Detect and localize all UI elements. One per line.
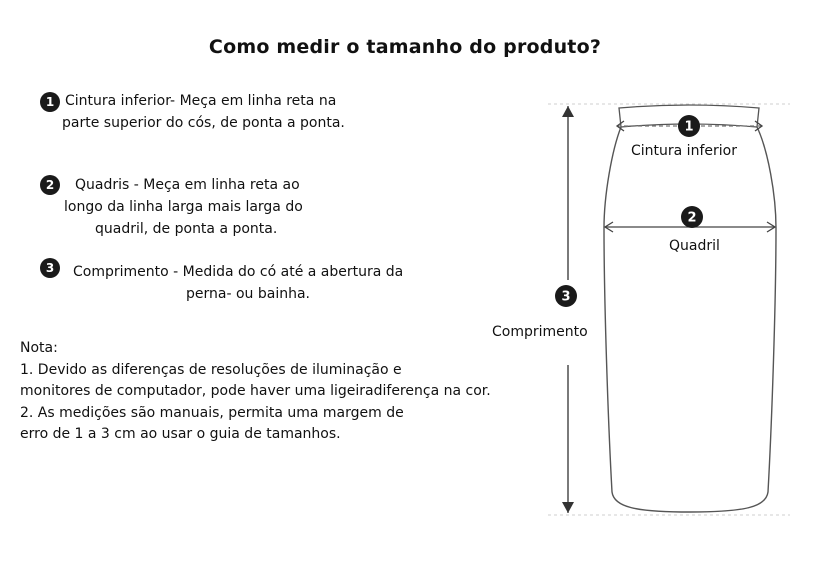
marker-3-icon bbox=[555, 285, 577, 307]
waist-label: Cintura inferior bbox=[631, 143, 737, 159]
number-3-icon: 3 bbox=[40, 258, 60, 278]
note-line-4: erro de 1 a 3 cm ao usar o guia de taman… bbox=[20, 426, 341, 442]
marker-1-icon bbox=[678, 115, 700, 137]
note-line-3: 2. As medições são manuais, permita uma … bbox=[20, 404, 404, 421]
instruction-3-line-2: perna- ou bainha. bbox=[186, 286, 310, 302]
instruction-3-line-1: Comprimento - Medida do có até a abertur… bbox=[73, 264, 404, 280]
instruction-3: 3 Comprimento - Medida do có até a abert… bbox=[40, 258, 460, 305]
instruction-1-line-2: parte superior do cós, de ponta a ponta. bbox=[62, 115, 345, 131]
hip-arrow-right-icon bbox=[766, 221, 777, 233]
number-2-icon: 2 bbox=[40, 175, 60, 195]
hip-arrow-left-icon bbox=[603, 221, 614, 233]
instruction-2-line-2: longo da linha larga mais larga do bbox=[64, 199, 303, 215]
instruction-2: 2 Quadris - Meça em linha reta ao longo … bbox=[40, 174, 360, 240]
instruction-2-line-1: Quadris - Meça em linha reta ao bbox=[75, 177, 300, 193]
marker-1-text: 1 bbox=[684, 120, 693, 135]
length-arrow-down-icon bbox=[562, 502, 574, 513]
waist-arrow-right-icon bbox=[754, 120, 764, 132]
skirt-outline bbox=[603, 126, 777, 513]
marker-2-icon bbox=[681, 206, 703, 228]
page-title: Como medir o tamanho do produto? bbox=[208, 36, 602, 58]
waist-arrow-left-icon bbox=[615, 120, 625, 132]
note-line-1: 1. Devido as diferenças de resoluções de… bbox=[20, 361, 402, 378]
instruction-2-line-3: quadril, de ponta a ponta. bbox=[95, 221, 278, 237]
instruction-1: 1 Cintura inferior- Meça em linha reta n… bbox=[40, 90, 400, 134]
note-heading: Nota: bbox=[20, 340, 58, 356]
length-label: Comprimento bbox=[492, 324, 588, 340]
note-line-2: monitores de computador, pode haver uma … bbox=[20, 383, 491, 399]
number-1-icon: 1 bbox=[40, 92, 60, 112]
instruction-1-line-1: Cintura inferior- Meça em linha reta na bbox=[65, 93, 337, 109]
marker-3-text: 3 bbox=[561, 290, 570, 305]
hip-label: Quadril bbox=[669, 238, 720, 254]
note-block: Nota: 1. Devido as diferenças de resoluç… bbox=[20, 338, 491, 446]
marker-2-text: 2 bbox=[687, 211, 696, 226]
length-arrow-up-icon bbox=[562, 106, 574, 117]
